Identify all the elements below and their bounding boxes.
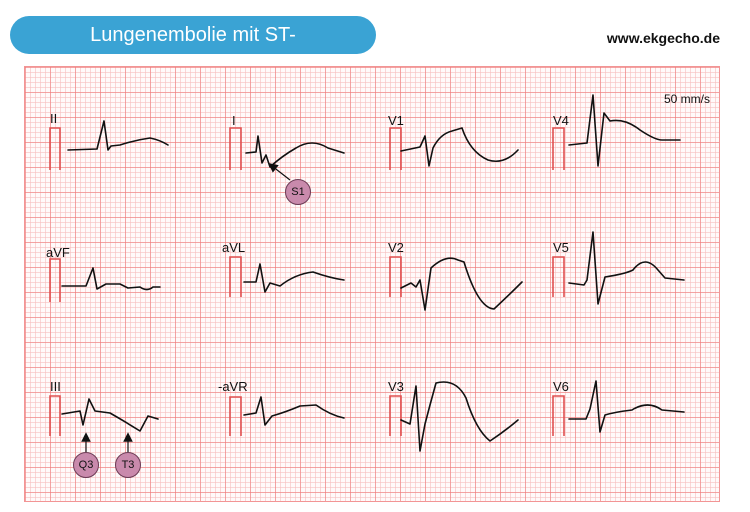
ecg-trace-minus-avr (243, 396, 345, 426)
calibration-pulse-ii (49, 127, 61, 170)
ecg-trace-iii (61, 398, 159, 432)
calibration-pulse-avl (229, 256, 242, 297)
calibration-pulse-v6 (552, 395, 565, 436)
lead-label-v1: V1 (388, 113, 404, 128)
ecg-trace-i (245, 135, 345, 168)
lead-label-i: I (232, 113, 236, 128)
marker-t3: T3 (115, 452, 141, 478)
calibration-pulse-iii (49, 395, 61, 436)
calibration-pulse-i (229, 127, 242, 170)
ecg-trace-v1 (400, 127, 519, 167)
lead-label-ii: II (50, 111, 58, 126)
ecg-trace-v2 (400, 257, 523, 311)
calibration-pulse-avf (49, 258, 61, 302)
calibration-pulse-v2 (389, 256, 402, 297)
ecg-trace-avf (61, 267, 161, 291)
lead-label-v4: V4 (553, 113, 569, 128)
ecg-trace-v4 (568, 94, 681, 167)
ecg-trace-v6 (568, 380, 685, 433)
paper-speed-label: 50 mm/s (663, 92, 710, 106)
calibration-pulse-v1 (389, 127, 402, 170)
marker-q3: Q3 (73, 452, 99, 478)
calibration-pulse-v5 (552, 256, 565, 297)
lead-label-v6: V6 (553, 379, 569, 394)
marker-s1: S1 (285, 179, 311, 205)
lead-label-v5: V5 (553, 240, 569, 255)
arrow-s1 (268, 163, 291, 181)
lead-label-avl: aVL (222, 240, 246, 255)
lead-label-iii: III (50, 379, 61, 394)
ecg-trace-ii (67, 120, 169, 151)
lead-label-minus-avr: -aVR (218, 379, 248, 394)
lead-label-v3: V3 (388, 379, 404, 394)
ecg-trace-avl (243, 263, 345, 293)
website-label: www.ekgecho.de (606, 30, 720, 46)
lead-label-avf: aVF (46, 245, 70, 260)
calibration-pulse-minus-avr (229, 396, 242, 436)
ecg-trace-v5 (568, 231, 685, 305)
calibration-pulse-v4 (552, 127, 565, 170)
ecg-trace-v3 (400, 381, 519, 452)
lead-label-v2: V2 (388, 240, 404, 255)
calibration-pulse-v3 (389, 395, 402, 436)
